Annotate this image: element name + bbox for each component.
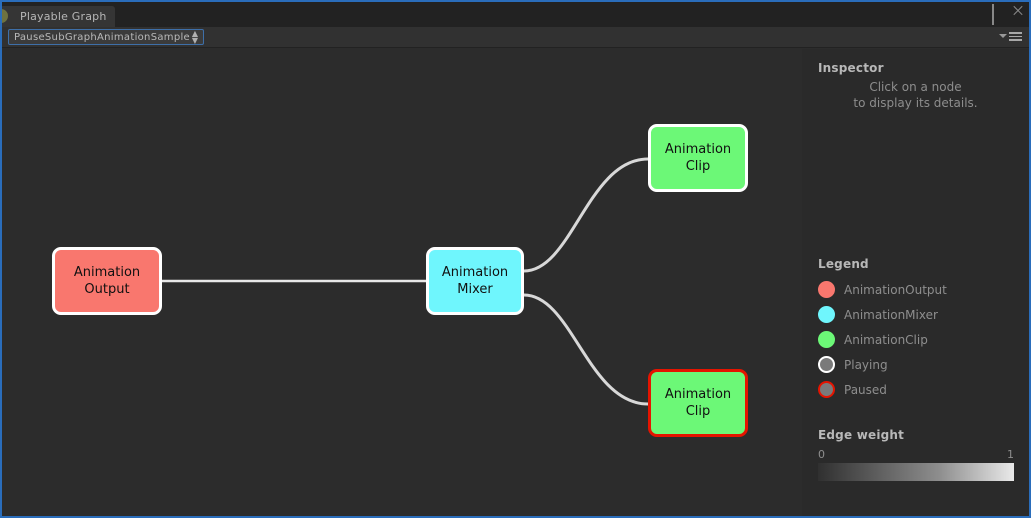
edge-mixer-clip-top xyxy=(523,157,649,273)
tab-playable-graph[interactable]: Playable Graph xyxy=(0,6,115,27)
legend: Legend AnimationOutput AnimationMixer An… xyxy=(818,253,1018,402)
playing-state-dot-icon xyxy=(818,356,835,373)
inspector-hint-line2: to display its details. xyxy=(853,96,978,110)
chevron-down-icon xyxy=(999,34,1007,39)
node-label-line1: Animation xyxy=(441,265,509,280)
node-animation-clip-top[interactable]: Animation Clip xyxy=(648,124,748,192)
node-label-line2: Output xyxy=(84,282,130,297)
inspector-hint: Click on a node to display its details. xyxy=(818,79,1013,111)
edge-weight-gradient-bar xyxy=(818,463,1014,481)
inspector-sidebar: Inspector Click on a node to display its… xyxy=(802,49,1029,516)
node-animation-mixer[interactable]: Animation Mixer xyxy=(426,247,524,315)
close-icon[interactable] xyxy=(1012,5,1023,16)
title-bar: Playable Graph xyxy=(0,0,1031,27)
legend-item-animationmixer: AnimationMixer xyxy=(818,302,1018,327)
edge-weight-title: Edge weight xyxy=(818,428,905,442)
legend-item-playing: Playing xyxy=(818,352,1018,377)
node-label-line2: Clip xyxy=(685,404,711,419)
maximize-icon[interactable] xyxy=(992,4,1003,25)
node-label-line1: Animation xyxy=(664,142,732,157)
node-animation-clip-bottom[interactable]: Animation Clip xyxy=(648,369,748,437)
legend-label: AnimationOutput xyxy=(844,282,947,297)
menu-lines-icon xyxy=(1009,32,1022,41)
legend-label: Paused xyxy=(844,382,887,397)
legend-label: AnimationMixer xyxy=(844,307,938,322)
node-label-line2: Clip xyxy=(685,159,711,174)
inspector-title: Inspector xyxy=(818,61,884,75)
animationclip-color-dot-icon xyxy=(818,331,835,348)
legend-label: Playing xyxy=(844,357,888,372)
edge-weight-max-label: 1 xyxy=(1007,448,1014,461)
legend-title: Legend xyxy=(818,257,869,271)
edge-weight-scale: 0 1 xyxy=(818,448,1014,461)
window-controls xyxy=(992,4,1023,25)
node-label-line1: Animation xyxy=(664,387,732,402)
graph-canvas[interactable]: Animation Output Animation Mixer Animati… xyxy=(2,49,802,516)
hamburger-menu-icon[interactable] xyxy=(999,32,1022,41)
legend-item-animationclip: AnimationClip xyxy=(818,327,1018,352)
node-label-line2: Mixer xyxy=(457,282,493,297)
tab-label: Playable Graph xyxy=(20,10,107,23)
paused-state-dot-icon xyxy=(818,381,835,398)
node-animation-output[interactable]: Animation Output xyxy=(52,247,162,315)
chevron-updown-icon: ▲▼ xyxy=(191,29,198,45)
graph-selector-dropdown[interactable]: PauseSubGraphAnimationSample ▲▼ xyxy=(8,29,204,45)
graph-edges xyxy=(162,157,649,406)
legend-label: AnimationClip xyxy=(844,332,928,347)
edge-weight-min-label: 0 xyxy=(818,448,825,461)
animationoutput-color-dot-icon xyxy=(818,281,835,298)
edge-mixer-clip-bottom xyxy=(523,293,649,406)
legend-item-paused: Paused xyxy=(818,377,1018,402)
graph-selector-value: PauseSubGraphAnimationSample xyxy=(14,31,190,43)
legend-item-animationoutput: AnimationOutput xyxy=(818,277,1018,302)
toolbar: PauseSubGraphAnimationSample ▲▼ xyxy=(0,27,1031,48)
animationmixer-color-dot-icon xyxy=(818,306,835,323)
playable-graph-icon xyxy=(0,9,8,23)
node-label-line1: Animation xyxy=(73,265,141,280)
legend-rows: AnimationOutput AnimationMixer Animation… xyxy=(818,277,1018,402)
inspector-hint-line1: Click on a node xyxy=(869,80,962,94)
edge-weight-legend: Edge weight 0 1 xyxy=(818,424,1014,481)
